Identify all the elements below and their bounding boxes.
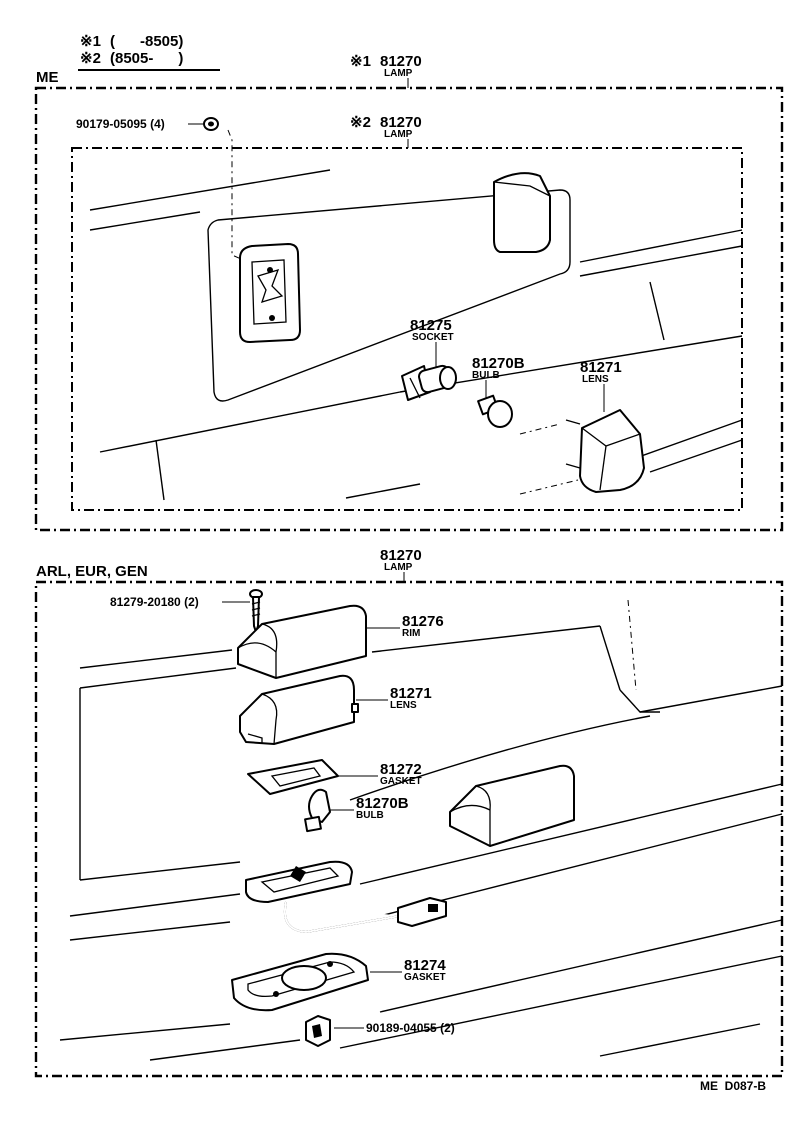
arl-socket-base-icon [245,860,447,934]
me-socket-name: SOCKET [412,332,454,343]
me-assembly-dash-1 [519,479,579,495]
legend-mark-1: ※1 [80,33,101,50]
me-bulb-number: 81270B [472,355,525,372]
inner-frame-me [71,147,743,511]
lamp1-number: 81270 [380,53,422,70]
arl-lens-icon [239,674,359,745]
me-bulb-icon [477,394,513,428]
arl-gasket2-icon [231,952,369,1012]
section-frame-me [34,86,784,532]
legend-range-1: ( -8505) [110,33,183,50]
me-lens-icon [565,409,645,493]
arl-gasket1-name: GASKET [380,776,422,787]
arl-rim-name: RIM [402,628,420,639]
me-lens-number: 81271 [580,359,622,376]
arl-lens-number: 81271 [390,685,432,702]
section-frame-arl [34,580,784,1078]
lamp1-name: LAMP [384,68,413,79]
lamp2-mark: ※2 [350,114,371,131]
lamp2-number: 81270 [380,114,422,131]
arl-body-lines [59,599,783,1061]
arl-gasket2-name: GASKET [404,972,446,983]
arl-bulb-icon [304,788,331,833]
footer-code: ME D087-B [700,1079,766,1093]
legend: ※1 ( -8505) ※2 (8505- ) [78,33,220,71]
arl-housing-block [449,764,575,847]
arl-nut-icon [305,1015,331,1047]
me-screw-icon [203,117,219,131]
me-body-lines [89,169,743,501]
arl-gasket2-number: 81274 [404,957,446,974]
arl-gasket1-number: 81272 [380,761,422,778]
me-screw-dash [227,129,249,263]
arl-bulb-name: BULB [356,810,384,821]
legend-mark-2: ※2 [80,50,101,67]
arl-bulb-number: 81270B [356,795,409,812]
arl-lamp-name: LAMP [384,562,413,573]
me-screw-number: 90179-05095 (4) [76,117,165,131]
arl-nut-number: 90189-04055 (2) [366,1021,455,1035]
me-lens-name: LENS [582,374,609,385]
me-socket-number: 81275 [410,317,452,334]
arl-rim-number: 81276 [402,613,444,630]
section-label-me: ME [36,69,59,86]
me-housing-block [493,172,551,253]
lamp2-name: LAMP [384,129,413,140]
me-assembly-dash-2 [519,423,561,435]
me-socket-icon [401,364,457,401]
me-lamp-base [239,243,301,343]
arl-gasket1-icon [247,759,339,795]
section-label-arl: ARL, EUR, GEN [36,563,148,580]
arl-screw-icon [249,589,263,633]
lamp1-mark: ※1 [350,53,371,70]
arl-rim-icon [237,604,367,679]
arl-screw-number: 81279-20180 (2) [110,595,199,609]
arl-lamp-number: 81270 [380,547,422,564]
legend-range-2: (8505- ) [110,50,183,67]
me-bulb-name: BULB [472,370,500,381]
arl-lens-name: LENS [390,700,417,711]
